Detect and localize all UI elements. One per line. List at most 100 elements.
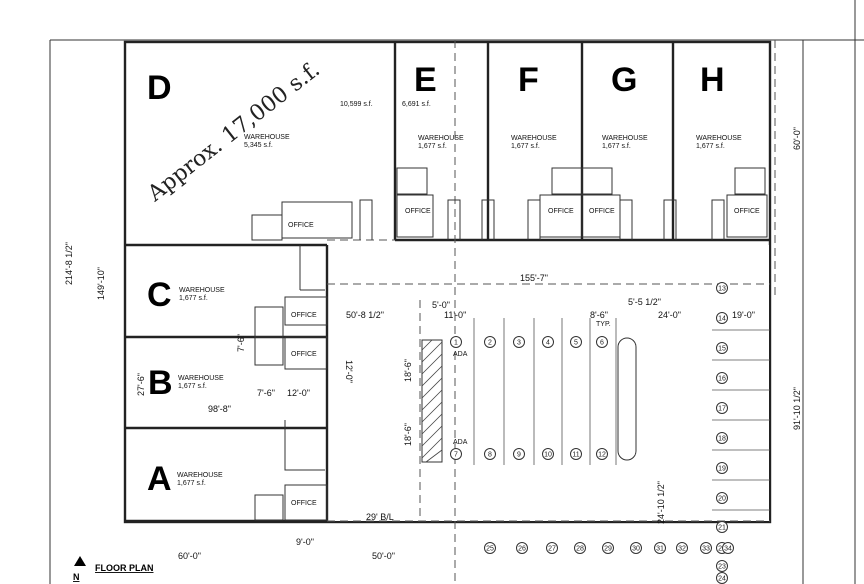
dim-98-8: 98'-8"	[208, 404, 231, 414]
stall-marker-3	[513, 336, 525, 348]
warehouse-sf-g: 1,677 s.f.	[602, 143, 631, 150]
office-f	[539, 194, 583, 238]
parking-lot-area	[327, 245, 769, 521]
stall-number-6: 6	[600, 340, 604, 347]
building-outline	[123, 40, 772, 524]
dim-50-0: 50'-0"	[372, 551, 395, 561]
stall-marker-12	[596, 448, 608, 460]
stall-marker-21	[716, 521, 728, 533]
dim-12-0-v: 12'-0"	[344, 360, 354, 383]
stall-marker-14	[716, 312, 728, 324]
stall-marker-18	[716, 432, 728, 444]
stall-number-5: 5	[574, 340, 578, 347]
office-e	[396, 194, 434, 238]
stall-marker-7	[450, 448, 462, 460]
stall-number-12: 12	[598, 452, 606, 459]
stall-marker-32	[676, 542, 688, 554]
stall-number-4: 4	[546, 340, 550, 347]
stall-marker-11	[570, 448, 582, 460]
stall-marker-34	[722, 542, 734, 554]
dim-8-6: 8'-6"	[590, 310, 608, 320]
stall-number-3: 3	[517, 340, 521, 347]
stall-marker-25	[484, 542, 496, 554]
stall-marker-30	[630, 542, 642, 554]
unit-label-e: E	[414, 61, 437, 99]
stall-marker-19	[716, 462, 728, 474]
dim-5-5-half: 5'-5 1/2"	[628, 297, 661, 307]
stall-number-22: 22	[718, 546, 726, 553]
restroom-g	[581, 167, 613, 195]
stall-marker-10	[542, 448, 554, 460]
parking-island	[617, 337, 637, 461]
stall-marker-2	[484, 336, 496, 348]
warehouse-label-h: WAREHOUSE	[696, 135, 742, 142]
stall-number-2: 2	[488, 340, 492, 347]
dim-60-0-right: 60'-0"	[792, 127, 802, 150]
office-label-f: OFFICE	[548, 208, 574, 215]
stall-marker-28	[574, 542, 586, 554]
stall-marker-13	[716, 282, 728, 294]
dim-7-6-b: 7'-6"	[257, 388, 275, 398]
dim-11-0: 11'-0"	[444, 310, 466, 320]
office-label-h: OFFICE	[734, 208, 760, 215]
stall-number-32: 32	[678, 546, 686, 553]
stall-number-30: 30	[632, 546, 640, 553]
area-note-6691: 6,691 s.f.	[402, 101, 431, 108]
restroom-b	[254, 336, 284, 366]
stall-number-26: 26	[518, 546, 526, 553]
stall-number-33: 33	[702, 546, 710, 553]
warehouse-label-e: WAREHOUSE	[418, 135, 464, 142]
dim-149-10: 149'-10"	[96, 267, 106, 300]
north-arrow-icon	[74, 556, 86, 566]
stall-marker-6	[596, 336, 608, 348]
stall-number-9: 9	[517, 452, 521, 459]
warehouse-sf-a: 1,677 s.f.	[177, 480, 206, 487]
stall-number-21: 21	[718, 525, 726, 532]
restroom-c	[254, 306, 284, 338]
north-label: N	[73, 572, 80, 582]
office-label-g: OFFICE	[589, 208, 615, 215]
dim-18-6-b: 18'-6"	[403, 423, 413, 446]
office-b	[284, 336, 328, 370]
floor-plan-title: FLOOR PLAN	[95, 563, 154, 573]
warehouse-label-a: WAREHOUSE	[177, 472, 223, 479]
stall-number-29: 29	[604, 546, 612, 553]
unit-label-h: H	[700, 61, 725, 99]
office-d	[281, 201, 353, 239]
stall-number-17: 17	[718, 406, 726, 413]
stall-number-20: 20	[718, 496, 726, 503]
stall-marker-31	[654, 542, 666, 554]
restroom-d	[251, 214, 283, 241]
stall-marker-1	[450, 336, 462, 348]
stall-number-10: 10	[544, 452, 552, 459]
stall-number-34: 34	[724, 546, 732, 553]
stall-marker-29	[602, 542, 614, 554]
ada-label-top: ADA	[453, 351, 468, 358]
stall-marker-5	[570, 336, 582, 348]
office-label-d: OFFICE	[288, 222, 314, 229]
warehouse-sf-c: 1,677 s.f.	[179, 295, 208, 302]
unit-label-a: A	[147, 460, 172, 498]
dim-214-8-half: 214'-8 1/2"	[64, 242, 74, 285]
warehouse-sf-e: 1,677 s.f.	[418, 143, 447, 150]
dim-60-0-bottom: 60'-0"	[178, 551, 201, 561]
stall-marker-17	[716, 402, 728, 414]
stall-number-28: 28	[576, 546, 584, 553]
office-label-a: OFFICE	[291, 500, 317, 507]
warehouse-sf-h: 1,677 s.f.	[696, 143, 725, 150]
dim-5-0: 5'-0"	[432, 300, 450, 310]
parking-stripes	[473, 318, 770, 511]
office-label-c: OFFICE	[291, 312, 317, 319]
dim-19-0: 19'-0"	[732, 310, 755, 320]
stall-number-24: 24	[718, 576, 726, 583]
warehouse-sf-b: 1,677 s.f.	[178, 383, 207, 390]
ada-hatch	[421, 339, 443, 463]
stall-number-25: 25	[486, 546, 494, 553]
warehouse-label-d: WAREHOUSE	[244, 134, 290, 141]
typ-label: TYP.	[596, 321, 611, 328]
area-note-10599: 10,599 s.f.	[340, 101, 373, 108]
stall-number-15: 15	[718, 346, 726, 353]
stall-marker-15	[716, 342, 728, 354]
office-label-e: OFFICE	[405, 208, 431, 215]
